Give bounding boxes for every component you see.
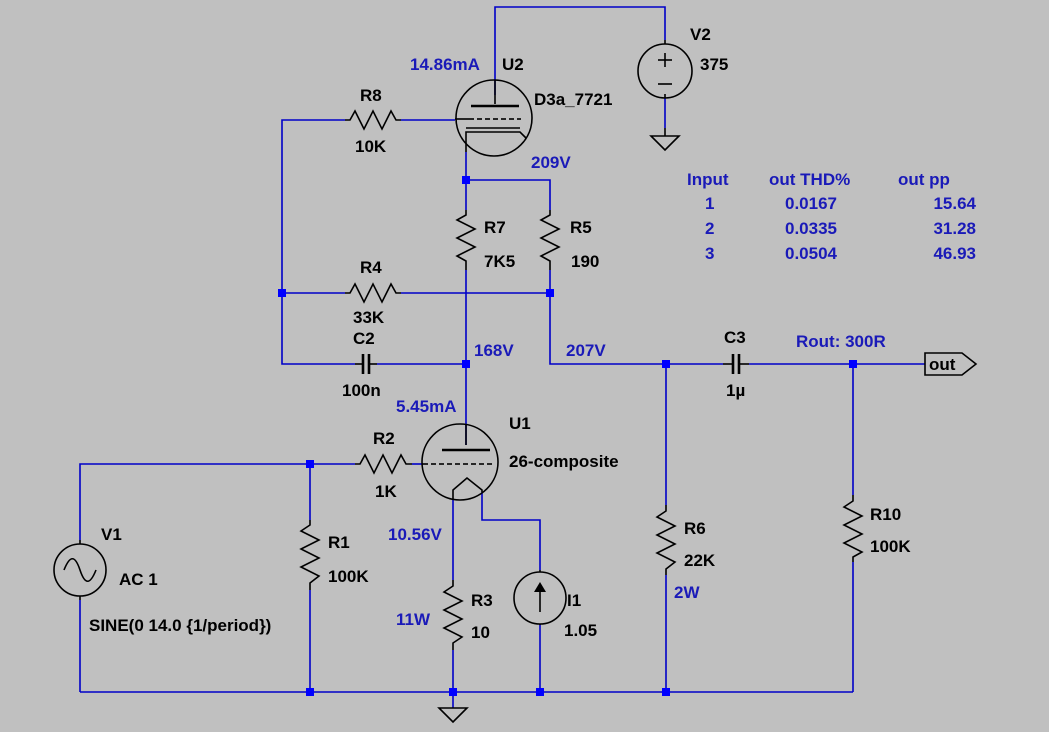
ground-icon <box>437 707 469 724</box>
r8-resistor <box>345 109 401 131</box>
v1-value: AC 1 <box>119 570 158 589</box>
r2-resistor <box>355 453 412 475</box>
c3-value: 1µ <box>726 381 745 400</box>
table-cell: 1 <box>705 194 714 213</box>
u2-cathode-voltage: 209V <box>531 153 571 172</box>
r8-value: 10K <box>355 137 387 156</box>
r10-resistor <box>842 495 864 562</box>
out-port <box>924 352 978 376</box>
table-cell: 0.0504 <box>785 244 838 263</box>
v1-spec: SINE(0 14.0 {1/period}) <box>89 616 271 635</box>
r7-ref: R7 <box>484 218 506 237</box>
u2-current: 14.86mA <box>410 55 480 74</box>
i1-current-source <box>513 570 567 625</box>
r3-value: 10 <box>471 623 490 642</box>
r6-ref: R6 <box>684 519 706 538</box>
c2-value: 100n <box>342 381 381 400</box>
r6-value: 22K <box>684 551 716 570</box>
table-cell: 3 <box>705 244 714 263</box>
i1-value: 1.05 <box>564 621 597 640</box>
r8-ref: R8 <box>360 86 382 105</box>
ground-icon <box>649 135 681 152</box>
r6-power: 2W <box>674 583 700 602</box>
node-168v: 168V <box>474 341 514 360</box>
r1-resistor <box>299 520 321 590</box>
table-header-thd: out THD% <box>769 170 850 189</box>
r3-ref: R3 <box>471 591 493 610</box>
v1-ac-source <box>53 540 107 600</box>
r10-ref: R10 <box>870 505 901 524</box>
v1-ref: V1 <box>101 525 122 544</box>
u2-ref: U2 <box>502 55 524 74</box>
u1-current: 5.45mA <box>396 397 456 416</box>
r1-value: 100K <box>328 567 369 586</box>
r4-resistor <box>345 282 401 304</box>
c2-ref: C2 <box>353 329 375 348</box>
r6-resistor <box>655 505 677 575</box>
r7-value: 7K5 <box>484 252 515 271</box>
c3-ref: C3 <box>724 328 746 347</box>
table-cell: 15.64 <box>933 194 976 213</box>
r5-ref: R5 <box>570 218 592 237</box>
r5-value: 190 <box>571 252 599 271</box>
u1-ref: U1 <box>509 414 531 433</box>
table-cell: 31.28 <box>933 219 976 238</box>
results-table: Input out THD% out pp 1 0.0167 15.64 2 0… <box>687 170 977 263</box>
v2-ref: V2 <box>690 25 711 44</box>
junction-dots <box>278 176 857 696</box>
table-cell: 2 <box>705 219 714 238</box>
table-cell: 0.0335 <box>785 219 837 238</box>
i1-ref: I1 <box>567 591 581 610</box>
v2-value: 375 <box>700 55 728 74</box>
v2-dc-source <box>637 40 693 99</box>
c2-capacitor <box>355 354 377 374</box>
out-label: out <box>929 355 956 374</box>
table-cell: 46.93 <box>933 244 976 263</box>
r3-resistor <box>442 580 464 650</box>
r5-resistor <box>539 210 561 270</box>
u2-model: D3a_7721 <box>534 90 612 109</box>
r4-ref: R4 <box>360 258 382 277</box>
c3-capacitor <box>723 354 749 374</box>
r4-value: 33K <box>353 308 385 327</box>
table-cell: 0.0167 <box>785 194 837 213</box>
r7-resistor <box>455 210 477 270</box>
u1-model: 26-composite <box>509 452 619 471</box>
u2-tube <box>455 79 533 157</box>
u1-tube <box>421 423 499 501</box>
wires <box>79 6 925 708</box>
table-header-pp: out pp <box>898 170 950 189</box>
table-header-input: Input <box>687 170 729 189</box>
node-207v: 207V <box>566 341 606 360</box>
r2-value: 1K <box>375 482 397 501</box>
r1-ref: R1 <box>328 533 350 552</box>
u1-cathode-voltage: 10.56V <box>388 525 443 544</box>
rout-label: Rout: 300R <box>796 332 886 351</box>
r10-value: 100K <box>870 537 911 556</box>
r2-ref: R2 <box>373 429 395 448</box>
r3-power: 11W <box>396 610 431 629</box>
